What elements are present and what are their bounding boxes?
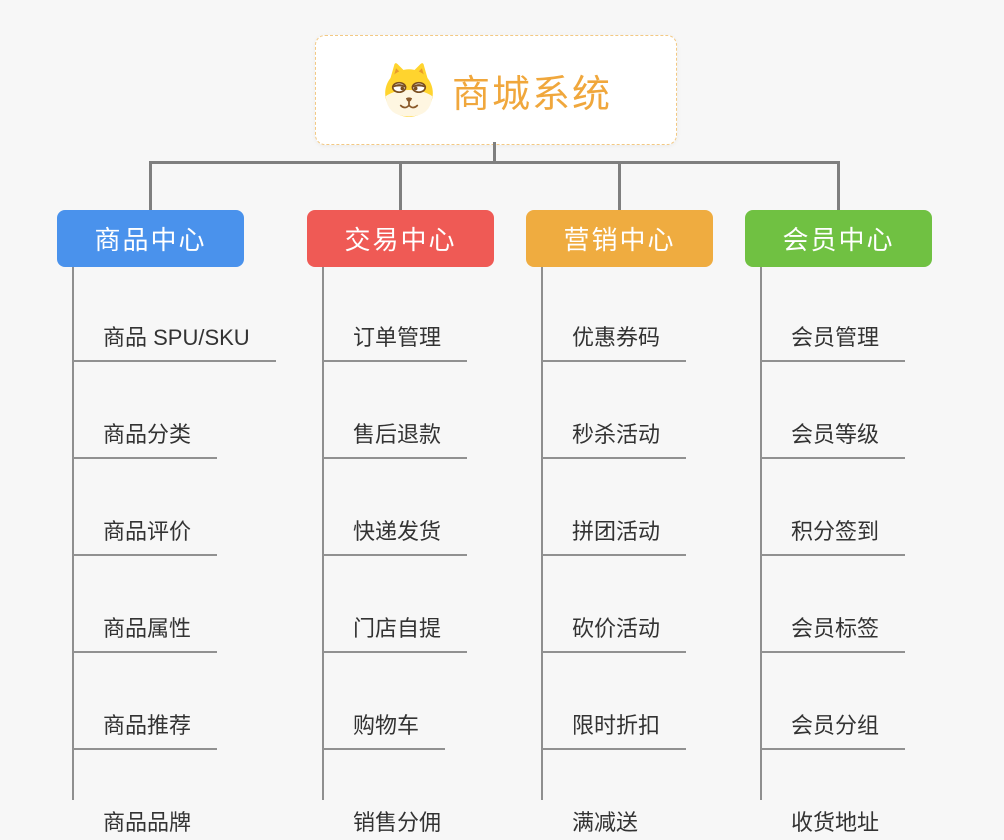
leaf-node[interactable]: 商品分类 — [73, 362, 218, 459]
leaf-node[interactable]: 商品属性 — [73, 556, 218, 653]
leaf-node[interactable]: 积分签到 — [761, 459, 906, 556]
connector-drop-trade — [399, 161, 402, 211]
leaf-node[interactable]: 商品推荐 — [73, 653, 218, 750]
branch-product-center: 商品中心 商品 SPU/SKU 商品分类 商品评价 商品属性 商品推荐 商品品牌 — [57, 210, 307, 835]
branch-header-member-center[interactable]: 会员中心 — [745, 210, 932, 267]
root-node-mall-system[interactable]: 商城系统 — [315, 35, 677, 145]
branch-marketing-center: 营销中心 优惠券码 秒杀活动 拼团活动 砍价活动 限时折扣 满减送 — [526, 210, 776, 835]
leaf-node[interactable]: 砍价活动 — [542, 556, 687, 653]
leaf-node[interactable]: 会员等级 — [761, 362, 906, 459]
shiba-dog-icon — [385, 63, 433, 117]
leaf-node[interactable]: 会员标签 — [761, 556, 906, 653]
leaf-node[interactable]: 商品 SPU/SKU — [73, 267, 276, 362]
leaf-node[interactable]: 优惠券码 — [542, 267, 687, 362]
branch-header-marketing-center[interactable]: 营销中心 — [526, 210, 713, 267]
branch-line-trade-center — [322, 267, 324, 800]
leaf-node[interactable]: 商品评价 — [73, 459, 218, 556]
leaf-node[interactable]: 销售分佣 — [323, 750, 467, 840]
leaf-node[interactable]: 商品品牌 — [73, 750, 217, 840]
branch-line-product-center — [72, 267, 74, 800]
leaf-node[interactable]: 快递发货 — [323, 459, 468, 556]
connector-horizontal-rail — [149, 161, 840, 164]
leaf-node[interactable]: 门店自提 — [323, 556, 468, 653]
branch-trade-center: 交易中心 订单管理 售后退款 快递发货 门店自提 购物车 销售分佣 — [307, 210, 557, 835]
branch-header-product-center[interactable]: 商品中心 — [57, 210, 244, 267]
leaf-node[interactable]: 秒杀活动 — [542, 362, 687, 459]
branch-header-trade-center[interactable]: 交易中心 — [307, 210, 494, 267]
leaf-node[interactable]: 购物车 — [323, 653, 446, 750]
leaf-node[interactable]: 会员管理 — [761, 267, 906, 362]
branch-line-member-center — [760, 267, 762, 800]
leaf-node[interactable]: 满减送 — [542, 750, 664, 840]
connector-drop-marketing — [618, 161, 621, 211]
leaf-node[interactable]: 拼团活动 — [542, 459, 687, 556]
connector-drop-product — [149, 161, 152, 211]
root-title: 商城系统 — [451, 73, 612, 116]
connector-root-stem — [493, 142, 496, 164]
leaf-node[interactable]: 限时折扣 — [542, 653, 687, 750]
leaf-node[interactable]: 会员分组 — [761, 653, 906, 750]
branch-line-marketing-center — [541, 267, 543, 800]
leaf-node[interactable]: 收货地址 — [761, 750, 905, 840]
leaf-node[interactable]: 售后退款 — [323, 362, 468, 459]
leaf-node[interactable]: 订单管理 — [323, 267, 468, 362]
connector-drop-member — [837, 161, 840, 211]
branch-member-center: 会员中心 会员管理 会员等级 积分签到 会员标签 会员分组 收货地址 — [745, 210, 995, 835]
